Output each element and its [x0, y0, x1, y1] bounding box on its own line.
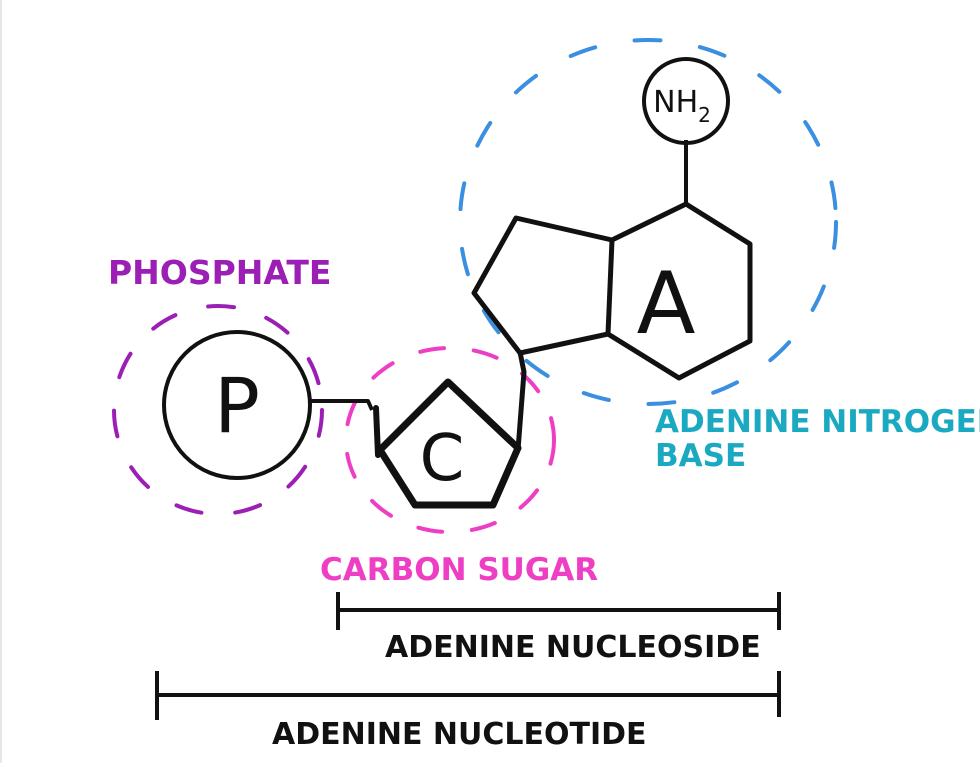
adenine-five-ring — [471, 215, 613, 356]
amine-circle — [642, 57, 730, 145]
amine-symbol: NH2 — [653, 85, 711, 127]
carbon-sugar-ring — [376, 378, 522, 509]
amine-symbol-main: NH — [653, 85, 698, 120]
nucleoside-label: ADENINE NUCLEOSIDE — [385, 630, 761, 665]
nitrogen-base-label-line2: BASE — [655, 438, 746, 474]
phosphate-dashed-outline — [112, 304, 324, 516]
carbon-sugar-label: CARBON SUGAR — [320, 552, 598, 588]
phosphate-label: PHOSPHATE — [108, 253, 331, 292]
phosphate-circle — [162, 330, 312, 480]
nucleotide-bracket — [155, 671, 781, 720]
nucleoside-bracket — [336, 592, 781, 630]
carbon-sugar-dashed-outline — [344, 346, 556, 534]
sugar-base-bond — [515, 351, 527, 451]
phosphate-sugar-bond — [310, 399, 374, 411]
nucleotide-label: ADENINE NUCLEOTIDE — [272, 717, 647, 752]
carbon-sugar-left-stub — [373, 405, 381, 458]
phosphate-symbol: P — [214, 361, 260, 450]
adenine-symbol: A — [637, 254, 696, 354]
left-edge-line — [0, 0, 2, 763]
nitrogen-base-dashed-outline — [458, 38, 838, 406]
carbon-symbol: C — [420, 422, 465, 496]
amine-symbol-subscript: 2 — [698, 103, 711, 127]
nitrogen-base-label-line1: ADENINE NITROGEN — [655, 404, 980, 440]
